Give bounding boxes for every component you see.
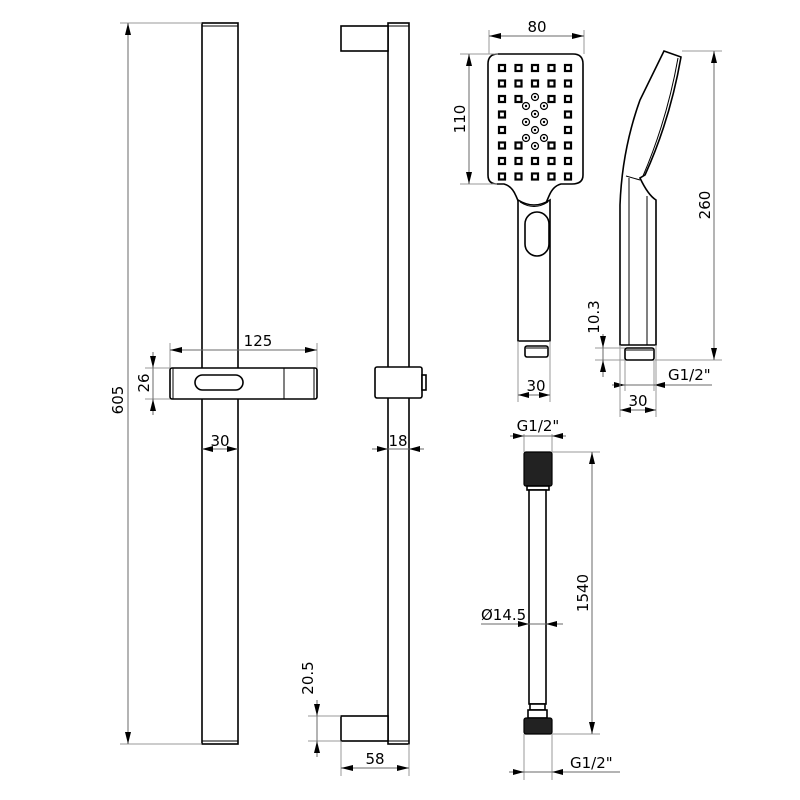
hose-body — [528, 489, 547, 705]
side-handle-width-label: 30 — [628, 392, 647, 410]
side-thread-label: G1/2" — [668, 366, 711, 384]
nozzle-square — [497, 172, 507, 181]
nozzle-square — [530, 172, 540, 181]
nozzle-square — [563, 63, 573, 73]
head-height-label: 110 — [451, 105, 469, 134]
nozzle-square — [514, 94, 523, 104]
nozzle-square — [563, 156, 573, 166]
nozzle-square — [514, 172, 523, 181]
slider-width-label: 125 — [244, 332, 273, 350]
rail-side-view: 18 20.5 58 — [299, 22, 427, 776]
hose-view: G1/2" 1540 Ø14.5 G1/2" — [481, 417, 620, 780]
hose-length-label: 1540 — [574, 574, 592, 612]
nozzle-square — [563, 94, 573, 104]
hand-shower-side-view: 260 10.3 G1/2" 30 — [585, 50, 722, 417]
nozzle-square — [547, 156, 556, 166]
head-width-label: 80 — [527, 18, 546, 36]
top-bracket — [340, 25, 389, 52]
nozzle-square — [530, 63, 540, 73]
bracket-depth-label: 58 — [365, 750, 384, 768]
nozzle-square — [514, 141, 523, 150]
nozzle-square — [530, 156, 540, 166]
total-height-label: 260 — [696, 191, 714, 220]
slider — [169, 367, 318, 400]
nozzle-square — [497, 110, 507, 119]
nozzle-grid — [497, 63, 573, 181]
nozzle-square — [563, 172, 573, 181]
hose-top-nut — [523, 451, 553, 487]
nozzle-square — [563, 79, 573, 88]
hose-top-thread-label: G1/2" — [517, 417, 560, 435]
nozzle-square — [530, 79, 540, 88]
rail-width-label: 30 — [210, 432, 229, 450]
hose-bottom-nut — [523, 717, 553, 735]
nozzle-square — [497, 94, 507, 104]
nozzle-square — [497, 141, 507, 150]
rail-depth-label: 18 — [388, 432, 407, 450]
rail-front-view: 605 125 26 30 — [109, 22, 318, 745]
hose-diameter-label: Ø14.5 — [481, 606, 526, 624]
nozzle-square — [497, 125, 507, 135]
nozzle-square — [563, 125, 573, 135]
bottom-bracket — [340, 715, 389, 742]
side-connector — [624, 347, 655, 361]
nozzle-square — [547, 141, 556, 150]
nozzle-square — [547, 63, 556, 73]
nozzle-square — [547, 79, 556, 88]
connector-height-label: 10.3 — [585, 300, 603, 333]
nozzle-square — [497, 63, 507, 73]
nozzle-square — [514, 63, 523, 73]
hose-bottom-thread-label: G1/2" — [570, 754, 613, 772]
nozzle-square — [563, 110, 573, 119]
shower-side-body — [619, 50, 682, 346]
handle-width-label: 30 — [526, 377, 545, 395]
nozzle-square — [547, 94, 556, 104]
nozzle-square — [497, 79, 507, 88]
nozzle-square — [563, 141, 573, 150]
slider-side — [374, 366, 427, 399]
nozzle-square — [514, 156, 523, 166]
nozzle-square — [547, 172, 556, 181]
slider-height-label: 26 — [135, 373, 153, 392]
bracket-height-label: 20.5 — [299, 661, 317, 694]
handle-connector — [524, 345, 549, 358]
rail-height-label: 605 — [109, 386, 127, 415]
hand-shower-front-view: 80 110 30 — [451, 18, 585, 402]
nozzle-square — [497, 156, 507, 166]
handle-button — [524, 211, 550, 257]
nozzle-square — [514, 79, 523, 88]
